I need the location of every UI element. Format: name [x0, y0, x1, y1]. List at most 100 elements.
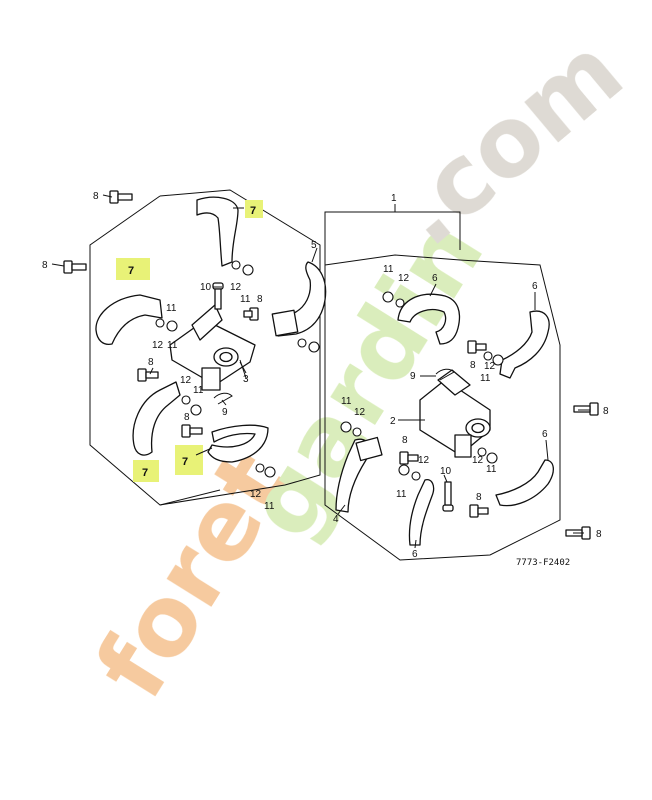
label-6: 6	[412, 549, 418, 560]
label-12: 12	[180, 375, 192, 386]
label-2: 2	[390, 416, 396, 427]
label-7: 7	[142, 467, 148, 479]
label-12: 12	[418, 455, 430, 466]
washer-12	[411, 471, 421, 481]
hub-3	[169, 304, 256, 391]
washer-12	[255, 463, 265, 473]
highlight-7-b	[116, 258, 150, 280]
label-12: 12	[472, 455, 484, 466]
label-12: 12	[354, 407, 366, 418]
washer-12	[297, 338, 307, 348]
right-assembly	[324, 204, 599, 561]
nut-11	[308, 341, 320, 353]
tine-7-lower-left	[132, 381, 181, 456]
tine-7-left	[95, 294, 163, 346]
bolt-8-r3	[469, 504, 489, 518]
label-8: 8	[603, 406, 609, 417]
label-10: 10	[200, 282, 212, 293]
label-9: 9	[410, 371, 416, 382]
tine-6-right	[499, 310, 550, 379]
washer-12	[155, 318, 165, 328]
nut-11	[398, 464, 410, 476]
highlight-7-c	[175, 445, 203, 475]
label-6: 6	[432, 273, 438, 284]
label-6: 6	[542, 429, 548, 440]
label-11: 11	[264, 501, 275, 512]
label-7: 7	[128, 265, 134, 277]
highlight-7-d	[133, 460, 159, 482]
pin-10-right	[442, 481, 454, 512]
tine-5-bracket	[271, 309, 299, 337]
tine-6-top	[397, 293, 461, 345]
label-3: 3	[243, 374, 249, 385]
label-7: 7	[182, 456, 188, 468]
nut-11	[242, 264, 254, 276]
nut-11	[166, 320, 178, 332]
diagram-code: 7773-F2402	[516, 558, 570, 568]
watermark: foret gardin .com	[75, 15, 644, 717]
washer-12	[231, 260, 241, 270]
label-11: 11	[396, 489, 407, 500]
clip-9-left	[213, 392, 233, 405]
bolt-8-top	[109, 190, 133, 204]
nut-11	[382, 291, 394, 303]
bolt-8-right	[243, 307, 259, 321]
label-11: 11	[383, 264, 394, 275]
washer-12	[181, 395, 191, 405]
washer-12	[477, 447, 487, 457]
label-12: 12	[230, 282, 242, 293]
label-8: 8	[42, 260, 48, 271]
tine-7-top	[196, 196, 239, 267]
label-12: 12	[484, 361, 496, 372]
bolt-8-r4	[573, 402, 599, 416]
label-11: 11	[480, 373, 491, 384]
label-11: 11	[167, 340, 178, 351]
bolt-8-lower	[181, 424, 203, 438]
tine-7-bottom	[207, 424, 269, 463]
left-assembly	[63, 189, 327, 506]
label-12: 12	[250, 489, 262, 500]
nut-11	[190, 404, 202, 416]
label-8: 8	[184, 412, 190, 423]
highlight-7-a	[245, 200, 263, 218]
label-1: 1	[391, 193, 397, 204]
label-11: 11	[240, 294, 251, 305]
washer-12	[483, 351, 493, 361]
tine-4-bracket	[355, 436, 383, 462]
nut-11	[340, 421, 352, 433]
label-8: 8	[476, 492, 482, 503]
label-8: 8	[596, 529, 602, 540]
label-8: 8	[470, 360, 476, 371]
bolt-8-r1	[467, 340, 487, 354]
nut-11	[492, 354, 504, 366]
label-9: 9	[222, 407, 228, 418]
label-12: 12	[398, 273, 410, 284]
label-8: 8	[148, 357, 154, 368]
label-6: 6	[532, 281, 538, 292]
label-11: 11	[486, 464, 497, 475]
label-8: 8	[402, 435, 408, 446]
label-12: 12	[152, 340, 164, 351]
tine-6-lower-right	[495, 459, 554, 507]
label-10: 10	[440, 466, 452, 477]
label-11: 11	[341, 396, 352, 407]
tine-6-bottom	[408, 479, 435, 546]
nut-11	[264, 466, 276, 478]
label-11: 11	[166, 303, 177, 314]
leader-lines	[51, 194, 590, 549]
label-7: 7	[250, 205, 256, 217]
bolt-8-mid	[137, 368, 159, 382]
washer-12	[395, 298, 405, 308]
label-5: 5	[311, 240, 317, 251]
nut-11	[486, 452, 498, 464]
label-8: 8	[93, 191, 99, 202]
label-8: 8	[257, 294, 263, 305]
watermark-text-com: .com	[373, 15, 644, 268]
label-4: 4	[333, 514, 339, 525]
right-assembly-frame	[324, 254, 561, 561]
clip-9-right	[435, 368, 455, 381]
label-11: 11	[193, 385, 204, 396]
washer-12	[352, 427, 362, 437]
bolt-8-left	[63, 260, 87, 274]
